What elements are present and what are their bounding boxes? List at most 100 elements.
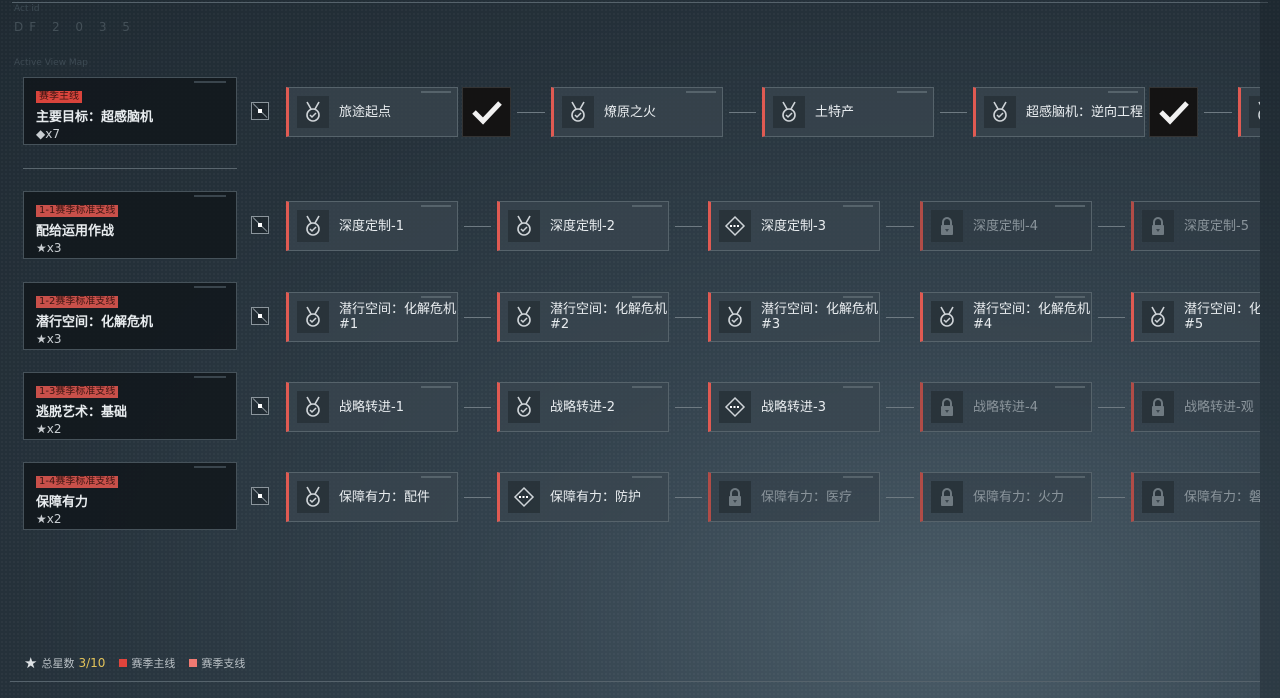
quest-node[interactable]: 潜行空间：化解危机#2 (497, 292, 669, 342)
node-label: 保障有力：医疗 (761, 489, 853, 505)
lock-icon (719, 481, 751, 513)
node-label: 战略转进-3 (761, 399, 826, 415)
quest-reward: ★x3 (36, 332, 62, 346)
quest-node[interactable] (1238, 87, 1260, 137)
node-decoration (421, 296, 451, 298)
connector-line (1098, 407, 1125, 408)
quest-card[interactable]: 1-4赛季标准支线保障有力★x2 (23, 462, 237, 530)
quest-title: 配给运用作战 (36, 224, 115, 239)
node-decoration (421, 91, 451, 93)
node-decoration (1055, 386, 1085, 388)
quest-reward: ◆x7 (36, 127, 60, 141)
quest-tag: 赛季主线 (36, 91, 82, 103)
quest-node[interactable]: 战略转进-3 (708, 382, 880, 432)
quest-node[interactable]: 战略转进-观 (1131, 382, 1260, 432)
node-label: 保障有力：防护 (550, 489, 642, 505)
quest-title: 潜行空间：化解危机 (36, 315, 154, 330)
quest-node[interactable]: 潜行空间：化解危机#5 (1131, 292, 1260, 342)
quest-node[interactable]: 保障有力：磐 (1131, 472, 1260, 522)
node-decoration (632, 205, 662, 207)
node-decoration (632, 386, 662, 388)
quest-card[interactable]: 1-2赛季标准支线潜行空间：化解危机★x3 (23, 282, 237, 350)
diamond-icon (719, 210, 751, 242)
node-decoration (1055, 476, 1085, 478)
connector-line (1098, 317, 1125, 318)
quest-card[interactable]: 赛季主线主要目标：超感脑机◆x7 (23, 77, 237, 145)
quest-node[interactable]: 深度定制-3 (708, 201, 880, 251)
medal-icon (297, 391, 329, 423)
lock-icon (931, 481, 963, 513)
lock-icon (931, 391, 963, 423)
quest-node[interactable]: 保障有力：火力 (920, 472, 1092, 522)
quest-node[interactable]: 保障有力：防护 (497, 472, 669, 522)
legend-swatch-side (189, 659, 198, 667)
quest-node[interactable]: 深度定制-4 (920, 201, 1092, 251)
connector-line (464, 226, 491, 227)
quest-node[interactable]: 战略转进-4 (920, 382, 1092, 432)
season-code: DF 2 0 3 5 (14, 20, 136, 34)
quest-card[interactable]: 1-3赛季标准支线逃脱艺术：基础★x2 (23, 372, 237, 440)
node-label: 潜行空间：化解危机#5 (1184, 302, 1260, 332)
node-decoration (421, 386, 451, 388)
quest-card[interactable]: 1-1赛季标准支线配给运用作战★x3 (23, 191, 237, 259)
connector-line (675, 407, 702, 408)
quest-node[interactable]: 深度定制-1 (286, 201, 458, 251)
quest-tag: 1-3赛季标准支线 (36, 386, 119, 398)
node-label: 潜行空间：化解危机#1 (339, 302, 457, 332)
quest-node[interactable]: 潜行空间：化解危机#4 (920, 292, 1092, 342)
node-decoration (843, 205, 873, 207)
node-label: 土特产 (815, 104, 855, 120)
medal-icon (773, 96, 805, 128)
node-label: 旅途起点 (339, 104, 392, 120)
right-edge (1260, 0, 1280, 698)
reward-claimed-icon[interactable] (462, 87, 511, 137)
node-label: 超感脑机：逆向工程 (1026, 104, 1144, 120)
connector-line (886, 407, 914, 408)
quest-node[interactable]: 战略转进-1 (286, 382, 458, 432)
connector-line (1098, 497, 1125, 498)
card-decoration (194, 286, 226, 288)
link-icon[interactable] (251, 102, 269, 120)
node-label: 潜行空间：化解危机#4 (973, 302, 1091, 332)
node-decoration (421, 205, 451, 207)
node-decoration (1055, 296, 1085, 298)
node-label: 潜行空间：化解危机#2 (550, 302, 668, 332)
medal-icon (297, 301, 329, 333)
quest-node[interactable]: 旅途起点 (286, 87, 458, 137)
quest-reward: ★x2 (36, 422, 62, 436)
medal-icon (984, 96, 1016, 128)
connector-line (886, 226, 914, 227)
diamond-icon (508, 481, 540, 513)
quest-node[interactable]: 保障有力：医疗 (708, 472, 880, 522)
quest-node[interactable]: 战略转进-2 (497, 382, 669, 432)
quest-node[interactable]: 深度定制-5 (1131, 201, 1260, 251)
link-icon[interactable] (251, 397, 269, 415)
quest-reward: ★x2 (36, 512, 62, 526)
quest-node[interactable]: 潜行空间：化解危机#1 (286, 292, 458, 342)
reward-claimed-icon[interactable] (1149, 87, 1198, 137)
node-decoration (1055, 205, 1085, 207)
connector-line (886, 497, 914, 498)
card-decoration (194, 195, 226, 197)
node-label: 保障有力：磐 (1184, 489, 1260, 505)
connector-line (886, 317, 914, 318)
node-label: 深度定制-3 (761, 218, 826, 234)
quest-node[interactable]: 土特产 (762, 87, 934, 137)
quest-node[interactable]: 潜行空间：化解危机#3 (708, 292, 880, 342)
quest-node[interactable]: 深度定制-2 (497, 201, 669, 251)
quest-node[interactable]: 保障有力：配件 (286, 472, 458, 522)
card-decoration (194, 376, 226, 378)
quest-node[interactable]: 燎原之火 (551, 87, 723, 137)
link-icon[interactable] (251, 216, 269, 234)
link-icon[interactable] (251, 307, 269, 325)
medal-icon (719, 301, 751, 333)
quest-node[interactable]: 超感脑机：逆向工程 (973, 87, 1145, 137)
link-icon[interactable] (251, 487, 269, 505)
node-label: 深度定制-5 (1184, 218, 1249, 234)
card-decoration (194, 81, 226, 83)
connector-line (464, 407, 491, 408)
footer: ★ 总星数 3/10 赛季主线 赛季支线 (24, 654, 245, 672)
main-separator (23, 168, 237, 169)
act-label: Act id (14, 4, 40, 14)
node-label: 保障有力：火力 (973, 489, 1065, 505)
